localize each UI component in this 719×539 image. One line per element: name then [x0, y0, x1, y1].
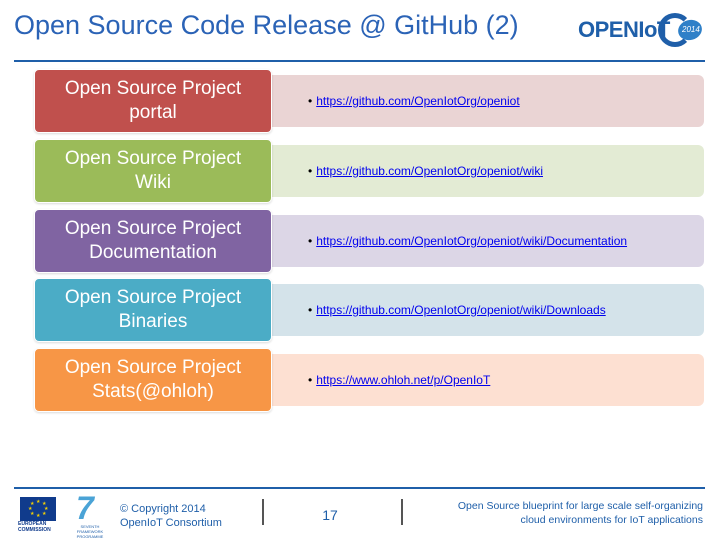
logo-wordmark: OPENIoT [578, 17, 670, 42]
project-link[interactable]: https://github.com/OpenIotOrg/openiot [316, 94, 520, 108]
project-row-documentation: • https://github.com/OpenIotOrg/openiot/… [34, 209, 704, 273]
openiot-logo: OPENIoT 2014 [578, 10, 706, 54]
fp7-logo: 7 SEVENTH FRAMEWORK PROGRAMME [70, 490, 106, 539]
project-detail: • https://github.com/OpenIotOrg/openiot [254, 75, 704, 127]
slide-title: Open Source Code Release @ GitHub (2) [14, 10, 519, 40]
project-row-portal: • https://github.com/OpenIotOrg/openiot … [34, 69, 704, 133]
bullet-icon: • [308, 303, 313, 317]
footer-separator-right [401, 499, 403, 525]
project-tagline: Open Source blueprint for large scale se… [457, 500, 703, 526]
label-line2: Wiki [135, 172, 171, 193]
bullet-icon: • [308, 94, 313, 108]
logo-badge-text: 2014 [682, 25, 700, 34]
project-row-wiki: • https://github.com/OpenIotOrg/openiot/… [34, 139, 704, 203]
project-row-binaries: • https://github.com/OpenIotOrg/openiot/… [34, 278, 704, 342]
label-line2: Documentation [89, 242, 217, 263]
header-divider [14, 60, 705, 62]
project-detail: • https://github.com/OpenIotOrg/openiot/… [254, 145, 704, 197]
footer-separator-left [262, 499, 264, 525]
fp7-number: 7 [76, 490, 94, 526]
fp7-caption: SEVENTH FRAMEWORK PROGRAMME [76, 524, 104, 539]
label-line1: Open Source Project [64, 287, 242, 309]
eu-flag-icon: ★ ★ ★ ★ ★ ★ ★ ★ [20, 497, 56, 521]
logo-ring-icon [658, 13, 692, 47]
label-line1: Open Source Project [64, 148, 242, 170]
bullet-icon: • [308, 234, 313, 248]
eu-commission-label: EUROPEAN COMMISSION [18, 521, 51, 533]
project-detail: • https://github.com/OpenIotOrg/openiot/… [254, 215, 704, 267]
label-line2: portal [129, 102, 177, 123]
bullet-icon: • [308, 373, 313, 387]
bullet-icon: • [308, 164, 313, 178]
label-line1: Open Source Project [64, 78, 242, 100]
footer-divider [14, 487, 705, 489]
project-link[interactable]: https://github.com/OpenIotOrg/openiot/wi… [316, 164, 543, 178]
label-line2: Binaries [118, 311, 188, 332]
copyright-notice: © Copyright 2014 OpenIoT Consortium [120, 503, 222, 529]
project-row-stats: • https://www.ohloh.net/p/OpenIoT Open S… [34, 348, 704, 412]
label-line2: Stats(@ohloh) [92, 381, 214, 402]
project-link[interactable]: https://github.com/OpenIotOrg/openiot/wi… [316, 303, 606, 317]
label-line1: Open Source Project [64, 357, 242, 379]
project-detail: • https://github.com/OpenIotOrg/openiot/… [254, 284, 704, 336]
page-number: 17 [322, 507, 338, 523]
label-line1: Open Source Project [64, 218, 242, 240]
project-link[interactable]: https://www.ohloh.net/p/OpenIoT [316, 373, 491, 387]
project-detail: • https://www.ohloh.net/p/OpenIoT [254, 354, 704, 406]
project-link[interactable]: https://github.com/OpenIotOrg/openiot/wi… [316, 234, 628, 248]
